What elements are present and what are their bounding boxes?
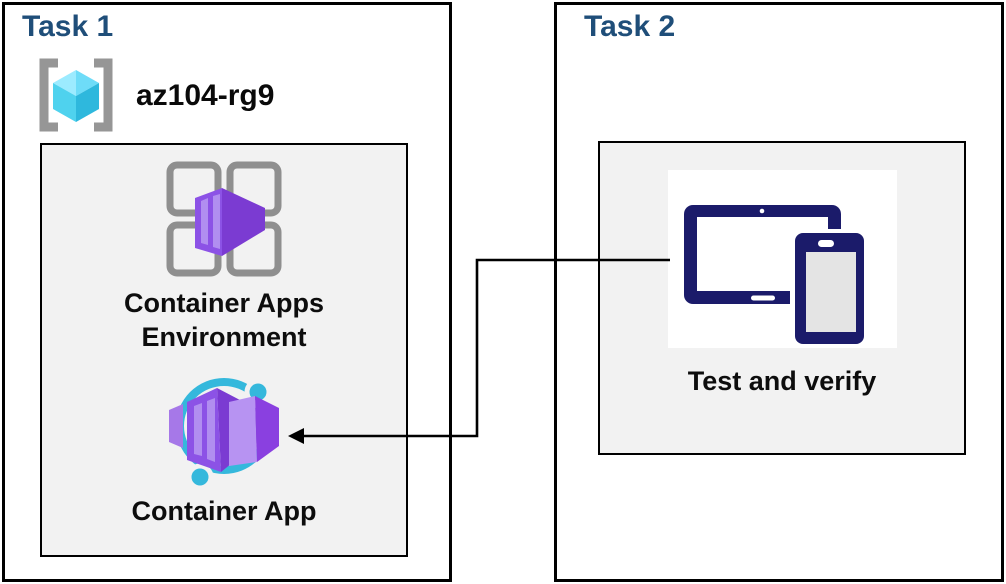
environment-label: Container Apps Environment xyxy=(40,286,408,354)
device-icon-background xyxy=(668,170,897,348)
task1-title: Task 1 xyxy=(22,10,114,43)
test-and-verify-label: Test and verify xyxy=(687,366,877,396)
environment-label-line1: Container Apps xyxy=(123,288,324,318)
container-app-label: Container App xyxy=(131,496,317,526)
devices-icon xyxy=(684,205,868,348)
container-apps-environment-icon xyxy=(166,161,282,277)
resource-group-icon xyxy=(39,58,113,132)
environment-label-line2: Environment xyxy=(141,322,307,352)
task2-title: Task 2 xyxy=(584,10,676,43)
resource-group-name: az104-rg9 xyxy=(136,79,275,112)
container-app-icon xyxy=(169,378,279,488)
